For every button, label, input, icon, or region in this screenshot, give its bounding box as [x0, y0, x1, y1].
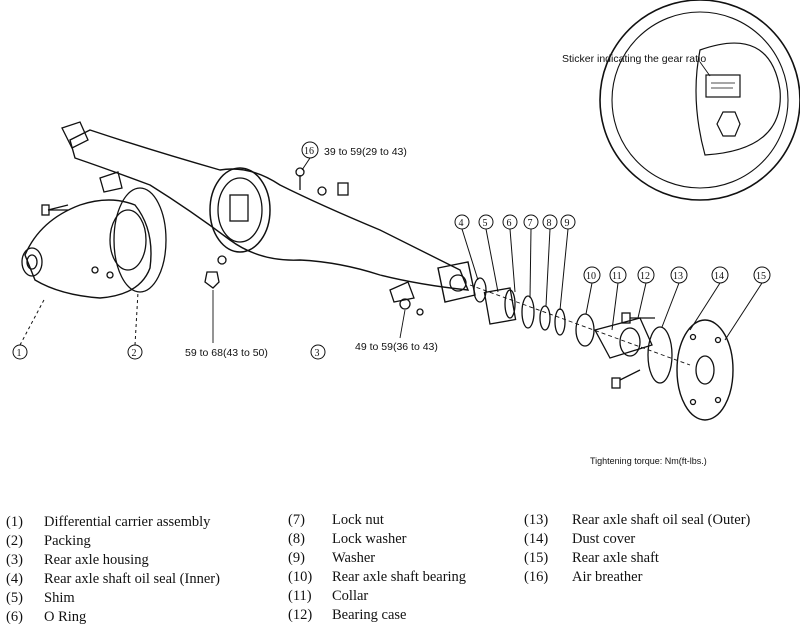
legend-item-number: (10)	[288, 569, 313, 585]
legend-item-number: (15)	[524, 550, 549, 566]
legend-item: (10) Rear axle shaft bearing	[288, 568, 466, 587]
legend-item-number: (11)	[288, 588, 312, 604]
legend-item-number: (1)	[6, 514, 23, 530]
callouts: 1 2 3 4 5 6 7 8 9 10 11 12 13 14 15 16	[12, 141, 771, 360]
legend-item-number: (16)	[524, 569, 549, 585]
legend-item-number: (13)	[524, 512, 549, 528]
legend-item-text: Rear axle housing	[44, 552, 149, 568]
callout-11: 11	[612, 271, 622, 282]
legend-column-2: (7) Lock nut (8) Lock washer (9) Washer (10) Re…	[288, 511, 466, 625]
legend-item-number: (5)	[6, 590, 23, 606]
legend-item: (9) Washer	[288, 549, 466, 568]
callout-3: 3	[315, 348, 320, 359]
legend-item-text: Washer	[332, 550, 376, 566]
torque-label-breather: 39 to 59(29 to 43)	[324, 146, 407, 158]
callout-2: 2	[132, 348, 137, 359]
legend-item-number: (6)	[6, 609, 23, 625]
legend-column-1: (1) Differential carrier assembly (2) Packi…	[6, 513, 220, 627]
legend-item-text: Shim	[44, 590, 75, 606]
legend-column-3: (13) Rear axle shaft oil seal (Outer) (14)…	[524, 511, 750, 587]
legend-item-text: Bearing case	[332, 607, 407, 623]
legend-item-text: Rear axle shaft	[572, 550, 659, 566]
legend-item-number: (8)	[288, 531, 305, 547]
callout-5: 5	[483, 218, 488, 229]
fasteners	[41, 182, 655, 389]
legend-item-text: Air breather	[572, 569, 643, 585]
legend-item-number: (7)	[288, 512, 305, 528]
legend-item-number: (3)	[6, 552, 23, 568]
legend-item-text: Collar	[332, 588, 369, 604]
legend-item-text: Lock nut	[332, 512, 384, 528]
legend-item: (16) Air breather	[524, 568, 750, 587]
legend-item-text: Rear axle shaft oil seal (Outer)	[572, 512, 751, 528]
callout-10: 10	[586, 271, 596, 282]
inset-label: Sticker indicating the gear ratio	[562, 53, 706, 65]
legend-item: (13) Rear axle shaft oil seal (Outer)	[524, 511, 750, 530]
legend-item-text: Differential carrier assembly	[44, 514, 211, 530]
shaft-components	[469, 277, 734, 421]
callout-16: 16	[304, 146, 314, 157]
torque-label-case: 49 to 59(36 to 43)	[355, 341, 438, 353]
legend-item-text: Dust cover	[572, 531, 636, 547]
legend-item-text: Rear axle shaft oil seal (Inner)	[44, 571, 220, 587]
legend-item-number: (9)	[288, 550, 305, 566]
gear-ratio-inset: Sticker indicating the gear ratio	[562, 0, 800, 201]
legend-item-number: (2)	[6, 533, 23, 549]
legend-item: (1) Differential carrier assembly	[6, 513, 220, 532]
legend-item-text: Packing	[44, 533, 91, 549]
callout-9: 9	[565, 218, 570, 229]
legend-item: (4) Rear axle shaft oil seal (Inner)	[6, 570, 220, 589]
legend-item: (5) Shim	[6, 589, 220, 608]
legend-item: (7) Lock nut	[288, 511, 466, 530]
drain-plug-icon	[716, 111, 741, 137]
callout-4: 4	[459, 218, 464, 229]
packing-gasket	[113, 187, 167, 293]
legend-item: (8) Lock washer	[288, 530, 466, 549]
legend-item-number: (4)	[6, 571, 23, 587]
legend-item: (15) Rear axle shaft	[524, 549, 750, 568]
callout-6: 6	[507, 218, 512, 229]
callout-14: 14	[714, 271, 724, 282]
callout-12: 12	[640, 271, 650, 282]
differential-carrier	[21, 199, 152, 299]
legend-item-text: Lock washer	[332, 531, 407, 547]
callout-15: 15	[756, 271, 766, 282]
exploded-axle-diagram: Sticker indicating the gear ratio	[12, 0, 800, 466]
legend-item: (11) Collar	[288, 587, 466, 606]
callout-8: 8	[547, 218, 552, 229]
legend-item-number: (12)	[288, 607, 313, 623]
torque-note: Tightening torque: Nm(ft-lbs.)	[590, 456, 707, 466]
callout-7: 7	[528, 218, 533, 229]
legend-item: (2) Packing	[6, 532, 220, 551]
legend-item-number: (14)	[524, 531, 549, 547]
legend-item-text: O Ring	[44, 609, 87, 625]
legend-item: (3) Rear axle housing	[6, 551, 220, 570]
legend-item: (12) Bearing case	[288, 606, 466, 625]
callout-1: 1	[17, 348, 22, 359]
torque-label-carrier: 59 to 68(43 to 50)	[185, 347, 268, 359]
legend-item: (6) O Ring	[6, 608, 220, 627]
gear-ratio-sticker	[705, 74, 741, 98]
callout-13: 13	[673, 271, 683, 282]
legend-item: (14) Dust cover	[524, 530, 750, 549]
legend-item-text: Rear axle shaft bearing	[332, 569, 467, 585]
rear-axle-housing	[61, 121, 476, 303]
